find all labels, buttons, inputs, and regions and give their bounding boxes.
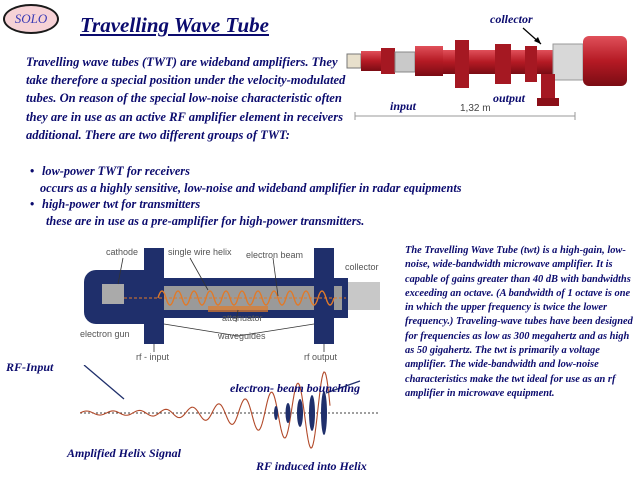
helix-wave (80, 371, 331, 449)
bullet-dot-icon: • (30, 197, 35, 212)
rf-output-diagram-label: rf output (304, 352, 338, 362)
beam-label: electron beam (246, 250, 304, 260)
waveguides-label: waveguides (218, 331, 266, 341)
twt-description: The Travelling Wave Tube (twt) is a high… (405, 245, 633, 399)
bunching-label: electron- beam bounching (230, 381, 361, 395)
gun-label: electron gun (80, 329, 130, 339)
rf-induced-label: RF induced into Helix (256, 459, 367, 473)
photo-output-label: output (493, 91, 526, 105)
cathode-label: cathode (106, 247, 139, 257)
bullet-dot-icon: • (30, 164, 35, 178)
solo-logo: SOLO (3, 4, 59, 34)
twt-schematic (84, 248, 380, 352)
helix-label: single wire helix (168, 247, 232, 257)
bullet-1: •low-power TWT for receivers (30, 164, 190, 178)
collector-label: collector (345, 262, 379, 272)
page-title: Travelling Wave Tube (80, 13, 269, 37)
photo-length-label: 1,32 m (460, 103, 491, 114)
intro-paragraph: Travelling wave tubes (TWT) are wideband… (26, 55, 346, 142)
bullet-2: •high-power twt for transmitters (30, 197, 201, 212)
amplified-helix-label: Amplified Helix Signal (67, 446, 182, 460)
photo-input-label: input (390, 99, 417, 113)
twt-groups-list: •low-power TWT for receivers occurs as a… (30, 163, 630, 229)
photo-collector-label: collector (490, 12, 533, 26)
rf-input-diagram-label: rf - input (136, 352, 170, 362)
rf-input-label: RF-Input (6, 360, 54, 374)
bullet-1-detail: occurs as a highly sensitive, low-noise … (40, 180, 462, 195)
amplified-wave (80, 365, 380, 449)
attenuator-label: attenuator (222, 313, 263, 323)
twt-photo (346, 27, 627, 120)
bullet-2-detail: these are in use as a pre-amplifier for … (46, 213, 365, 228)
